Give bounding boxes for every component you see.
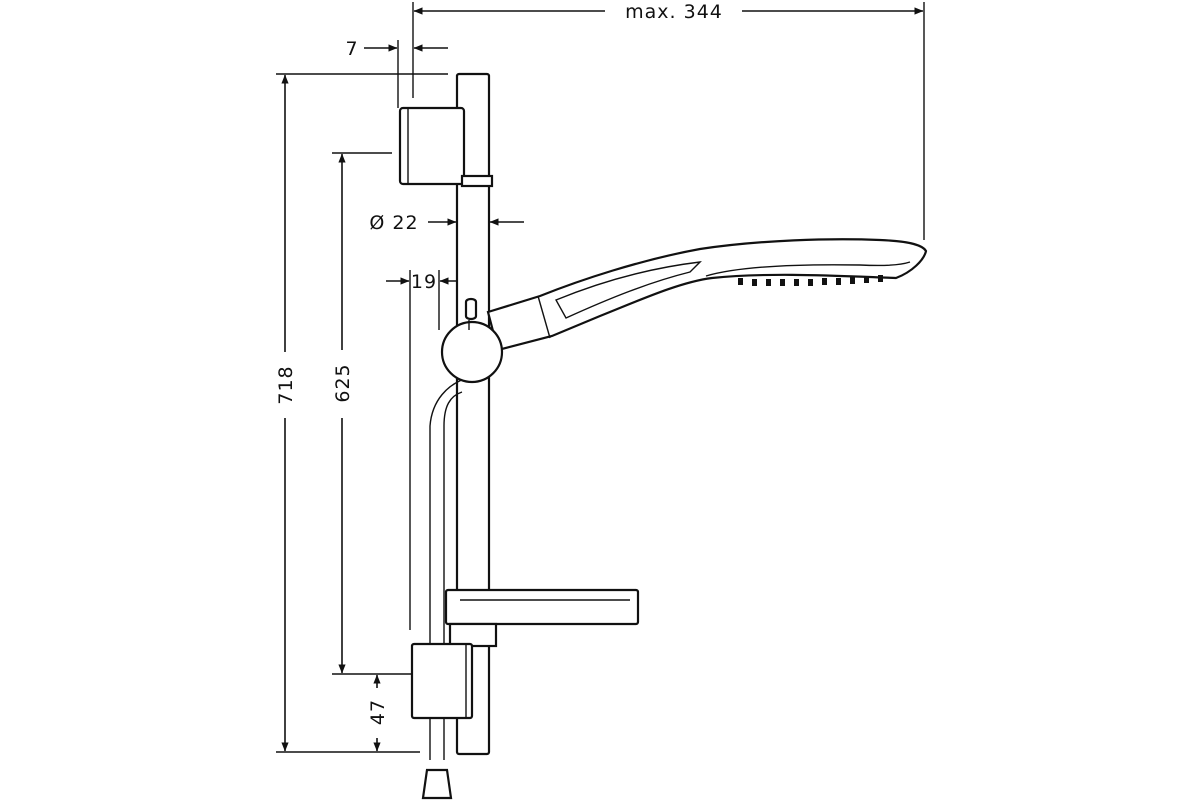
dim-hose-offset-label: 19 <box>411 271 437 293</box>
dim-bottom-offset-label: 47 <box>367 699 389 725</box>
bottom-wall-bracket <box>410 642 474 720</box>
dim-rail-diameter: Ø 22 <box>369 212 524 234</box>
hose-connector <box>421 768 453 800</box>
dim-mount-spacing: 625 <box>332 152 412 675</box>
shower-rail <box>455 72 491 756</box>
soap-dish <box>444 588 640 648</box>
dim-overall-height: 718 <box>275 73 448 753</box>
dim-bottom-offset: 47 <box>367 674 389 752</box>
slider-knob <box>440 297 504 384</box>
dimension-lines: max. 344 7 Ø 22 19 71 <box>275 1 925 753</box>
dim-rail-diameter-label: Ø 22 <box>369 212 418 234</box>
dim-hose-offset: 19 <box>386 270 458 630</box>
dim-max-reach-label: max. 344 <box>625 1 723 23</box>
spray-nozzles <box>738 275 883 286</box>
dim-max-reach: max. 344 <box>412 1 925 240</box>
dim-overall-height-label: 718 <box>275 365 297 404</box>
dim-mount-spacing-label: 625 <box>332 363 354 402</box>
handshower <box>486 238 928 352</box>
shower-rail-set <box>398 72 928 800</box>
top-wall-bracket <box>398 106 494 188</box>
dim-bracket-offset: 7 <box>345 38 448 108</box>
dim-bracket-offset-label: 7 <box>345 38 358 60</box>
